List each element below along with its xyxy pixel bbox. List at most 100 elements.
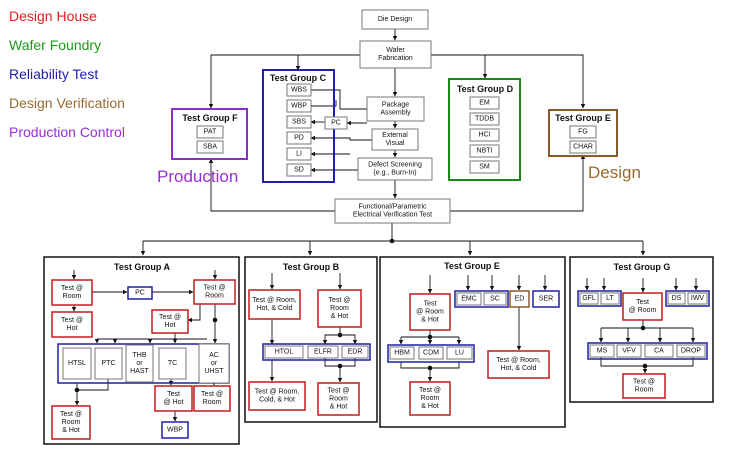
defect-screening-box-label: Defect Screening [368, 162, 422, 169]
fpev-box-label: Functional/Parametric [358, 204, 427, 211]
group-f-item [196, 125, 224, 139]
group-d-frame [448, 78, 521, 181]
group-b-in1 [248, 289, 301, 320]
group-d-item [469, 160, 500, 174]
connector [208, 158, 335, 212]
group-b-in2 [317, 289, 362, 328]
group-d-item-label: TDDB [475, 116, 494, 123]
group-a-hot1-label: Hot [67, 325, 78, 332]
group-a-out-left-label: Room [62, 419, 81, 426]
group-b-out2-label: & Hot [330, 404, 348, 411]
side-label-production: Production [157, 167, 238, 186]
group-e-ser [532, 290, 560, 308]
group-f-title: Test Group F [182, 113, 238, 123]
group-a-wbp-label: WBP [167, 427, 183, 434]
legend-item: Wafer Foundry [9, 37, 101, 53]
group-b-title: Test Group B [283, 262, 340, 272]
group-b-in1-label: Hot, & Cold [257, 305, 293, 312]
fpev-box-label: Electrical Verification Test [353, 212, 432, 219]
legend-item: Reliability Test [9, 66, 98, 82]
group-e-hbm-label: HBM [394, 350, 410, 357]
group-c-pc [324, 116, 348, 130]
group-a-out-hot [154, 385, 193, 412]
group-e-lu [446, 346, 473, 360]
group-f-frame [171, 108, 248, 160]
group-g-out-label: Room [635, 387, 654, 394]
group-c-item [286, 147, 312, 161]
group-a-out-room-label: Room [203, 399, 222, 406]
group-g-out-label: Test @ [633, 379, 655, 386]
group-e-top-title: Test Group E [555, 113, 611, 123]
fpev-box [334, 198, 451, 224]
group-a-pc-label: PC [135, 290, 145, 297]
defect-screening-box [357, 157, 433, 181]
group-b-out1-label: Cold, & Hot [259, 397, 295, 404]
connector [187, 304, 201, 323]
group-c-item-label: PD [294, 135, 304, 142]
wafer-fab-box [359, 40, 432, 69]
group-b-out2 [317, 382, 360, 416]
connector-layer [71, 29, 699, 422]
group-a-room1 [51, 279, 93, 306]
group-g-drop-label: DROP [681, 348, 702, 355]
group-e-test-frame [387, 344, 475, 363]
group-e-in1-label: & Hot [421, 317, 439, 324]
group-a-room1-label: Test @ [61, 285, 83, 292]
group-b-out1-label: Test @ Room, [255, 389, 300, 396]
group-c-item [286, 83, 312, 97]
group-a-ac-label: or [211, 360, 218, 367]
group-g-gfl [579, 292, 599, 305]
group-e-emc-label: EMC [461, 296, 477, 303]
group-a-hot1-label: Test @ [61, 317, 83, 324]
group-e-cdm [418, 346, 444, 360]
group-g-ds-label: DS [672, 295, 682, 302]
group-a-thb-label: or [136, 360, 143, 367]
package-box [366, 96, 425, 122]
group-e-top-item [569, 140, 597, 154]
group-a-ac-label: AC [209, 352, 219, 359]
group-a-frame [43, 256, 240, 445]
group-c-item [286, 99, 312, 113]
group-e-out2-label: Test @ Room, [496, 357, 541, 364]
die-design-box [361, 9, 429, 30]
group-a-room2-label: Room [205, 293, 224, 300]
group-a-title: Test Group A [114, 262, 171, 272]
group-e-lu-label: LU [455, 350, 464, 357]
group-a-pc [127, 286, 153, 300]
group-g-mid-label: @ Room [629, 307, 657, 314]
external-visual-box [371, 128, 419, 151]
group-g-drop [676, 344, 706, 358]
group-b-elfr [307, 345, 339, 359]
group-e-ed [509, 290, 530, 308]
group-d-item-label: NBTI [477, 148, 493, 155]
group-b-frame [244, 256, 378, 423]
connector [311, 100, 337, 107]
group-c-item-label: LI [296, 151, 302, 158]
group-a-hot2 [151, 309, 189, 334]
wafer-fab-box-label: Fabrication [378, 55, 413, 62]
package-box-label: Assembly [380, 110, 411, 117]
group-c-pc-label: PC [331, 120, 341, 127]
group-a-hot2-label: Hot [165, 322, 176, 329]
group-g-out [622, 373, 666, 399]
group-e-ed-label: ED [515, 296, 525, 303]
group-g-ca [644, 344, 674, 358]
group-a-tc [158, 347, 187, 380]
group-d-item-label: HCI [478, 132, 490, 139]
group-b-out2-label: Room [329, 396, 348, 403]
group-e-out1-label: Room [421, 395, 440, 402]
connector [77, 379, 109, 391]
group-g-vfv [616, 344, 642, 358]
connector [431, 54, 488, 79]
group-e-emc [456, 292, 482, 306]
junction-dot [74, 387, 80, 393]
group-c-item [286, 131, 312, 145]
group-b-test-frame [262, 343, 371, 361]
group-g-title: Test Group G [614, 262, 671, 272]
group-a-out-left [51, 405, 91, 440]
group-b-out2-label: Test @ [328, 388, 350, 395]
group-g-right-frame [665, 290, 710, 307]
group-d-item [469, 96, 500, 110]
group-g-iwv [687, 292, 708, 305]
